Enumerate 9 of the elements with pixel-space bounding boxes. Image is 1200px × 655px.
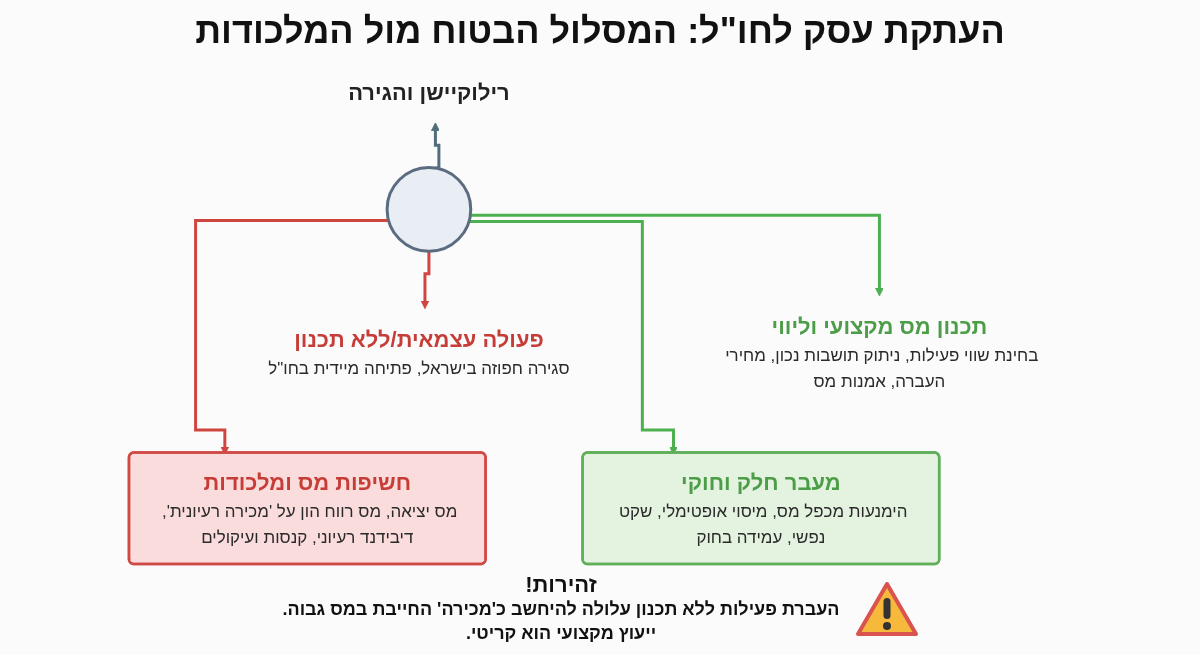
- arrow: [430, 122, 441, 170]
- node-circle: [385, 166, 472, 253]
- title: העתקת עסק לחו"ל: המסלול הבטוח מול המלכודות: [195, 10, 1005, 52]
- node-text: רילוקיישן והגירה: [347, 80, 510, 105]
- warning-heading: זהירות!: [525, 572, 597, 599]
- arrow: [470, 213, 884, 297]
- warning-text: העברת פעילות ללא תכנון עלולה להיחשב כ'מכירה' החייבת במס גבוה. ייעוץ מקצועי הוא קריטי.: [281, 598, 841, 645]
- node-text: תכנון מס מקצועי וליווי בחינת שווי פעילות, ניתוק תושבות נכון, מחירי העברה, אמנות מס: [724, 314, 1039, 391]
- node-text: פעולה עצמאית/ללא תכנון סגירה חפוזה בישראל, פתיחה מיידית בחו"ל: [267, 326, 570, 378]
